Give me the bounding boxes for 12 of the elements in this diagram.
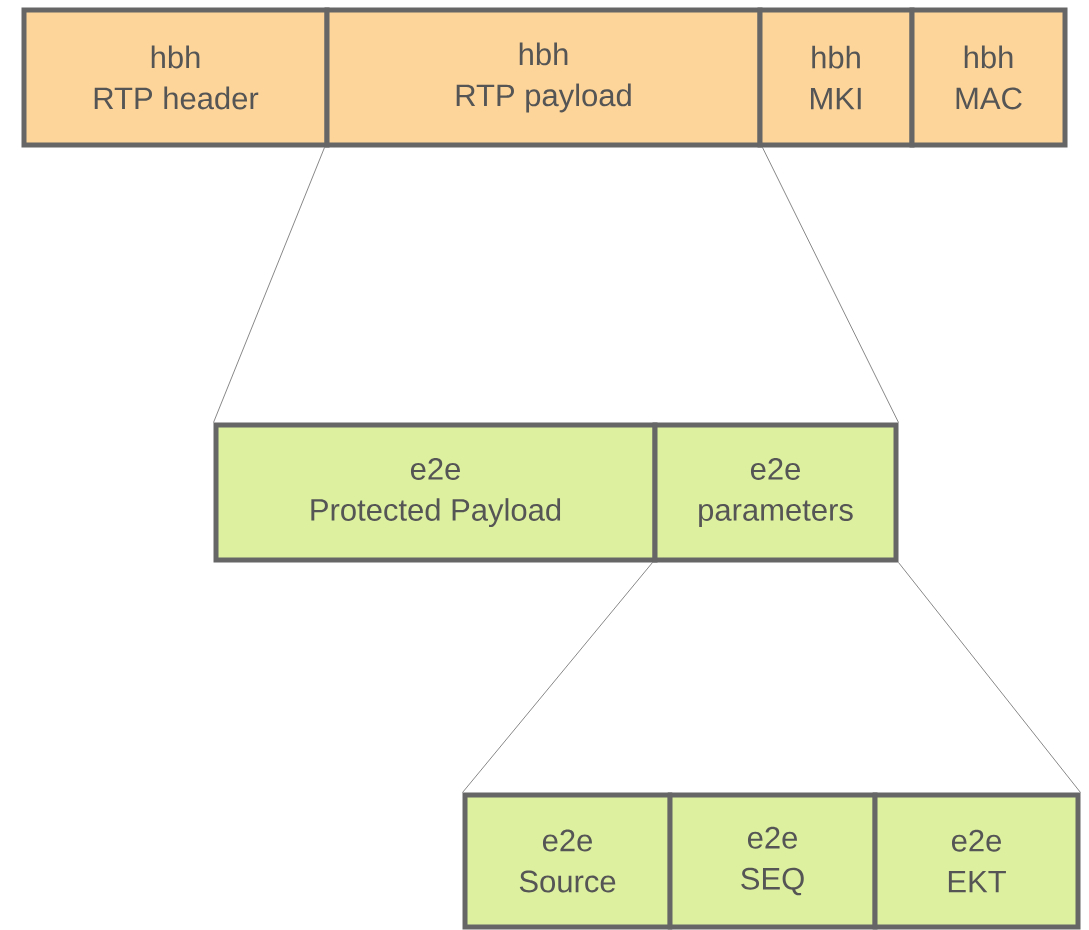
- field-box: e2e parameters: [652, 422, 899, 563]
- connector-line: [898, 562, 1081, 793]
- field-box: e2e Source: [462, 792, 673, 930]
- field-box: e2e EKT: [872, 792, 1081, 930]
- connector-line: [762, 147, 899, 423]
- connector-line: [462, 562, 653, 793]
- connector-line: [213, 147, 325, 423]
- field-box: hbh MAC: [909, 7, 1068, 148]
- field-box: e2e SEQ: [667, 792, 878, 930]
- field-box: e2e Protected Payload: [213, 422, 658, 563]
- field-box: hbh RTP header: [21, 7, 330, 148]
- field-box: hbh MKI: [757, 7, 915, 148]
